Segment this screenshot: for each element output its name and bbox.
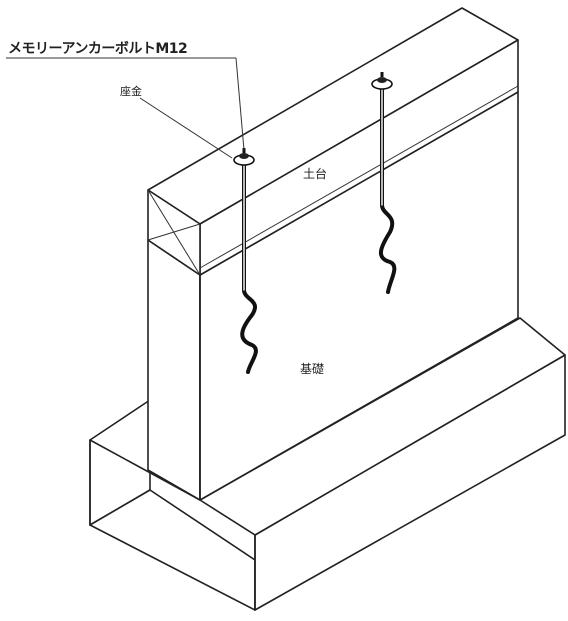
nut-back	[377, 77, 387, 83]
washer-leader	[139, 97, 233, 159]
foundation-footing	[89, 317, 566, 611]
leader-lines	[6, 57, 245, 159]
nut-front	[239, 153, 249, 159]
washer-label: 座金	[120, 85, 142, 98]
wood-sill	[147, 7, 519, 276]
anchor-bolt-front	[233, 148, 258, 374]
sill-label: 土台	[303, 167, 328, 181]
anchor-bolt-title: メモリーアンカーボルトM12	[8, 41, 188, 57]
foundation-label: 基礎	[300, 362, 325, 376]
title-leader	[235, 57, 245, 151]
anchor-bolt-back	[371, 72, 397, 294]
